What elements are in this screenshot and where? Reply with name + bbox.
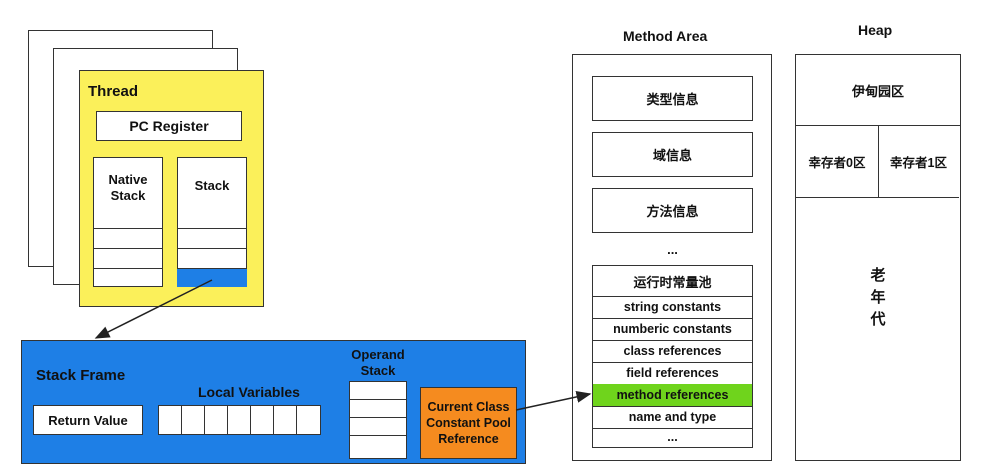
old-generation: 老 年 代 xyxy=(870,267,886,328)
local-variable-slot xyxy=(158,405,183,435)
pool-item: numberic constants xyxy=(593,318,752,341)
local-variable-slot xyxy=(273,405,298,435)
local-variable-slot xyxy=(250,405,275,435)
pool-item: string constants xyxy=(593,296,752,319)
pool-item: class references xyxy=(593,340,752,363)
field-info: 域信息 xyxy=(592,132,753,177)
runtime-pool-title: 运行时常量池 xyxy=(593,266,752,297)
method-info: 方法信息 xyxy=(592,188,753,233)
operand-stack-slot xyxy=(349,435,407,459)
native-stack-slot xyxy=(92,228,163,248)
java-stack: Stack xyxy=(176,157,247,287)
pool-item-method-references: method references xyxy=(593,384,752,407)
stack-frame-title: Stack Frame xyxy=(36,367,126,384)
operand-stack-slot xyxy=(349,381,407,401)
native-stack: Native Stack xyxy=(92,157,163,287)
heap-title: Heap xyxy=(858,22,893,38)
stack-frame: Stack Frame Return Value Local Variables… xyxy=(21,340,526,464)
pool-item: ... xyxy=(667,430,678,444)
stack-slot xyxy=(176,248,247,268)
operand-stack-slot xyxy=(349,399,407,419)
local-variable-slot xyxy=(227,405,252,435)
native-stack-label: Native Stack xyxy=(108,172,148,203)
heap: 伊甸园区 幸存者0区 幸存者1区 老 年 代 xyxy=(795,54,961,461)
local-variables-label: Local Variables xyxy=(198,384,300,400)
stack-slot-current xyxy=(176,268,247,287)
native-stack-slot xyxy=(92,268,163,286)
constant-pool-reference: Current Class Constant Pool Reference xyxy=(420,387,517,459)
method-area-ellipsis: ... xyxy=(667,241,678,257)
pool-item: name and type xyxy=(593,406,752,429)
runtime-constant-pool: 运行时常量池 string constants numberic constan… xyxy=(592,265,753,448)
native-stack-slot xyxy=(92,248,163,268)
type-info: 类型信息 xyxy=(592,76,753,121)
local-variable-slot xyxy=(181,405,206,435)
thread-box: Thread PC Register Native Stack Stack xyxy=(79,70,264,307)
local-variable-slot xyxy=(296,405,321,435)
survivor-0: 幸存者0区 xyxy=(796,125,879,198)
operand-stack-label: Operand Stack xyxy=(351,347,405,378)
method-area: 类型信息 域信息 方法信息 ... 运行时常量池 string constant… xyxy=(572,54,772,461)
eden-space: 伊甸园区 xyxy=(796,55,960,126)
method-area-title: Method Area xyxy=(623,28,708,44)
stack-slot xyxy=(176,228,247,248)
pc-register: PC Register xyxy=(96,111,242,141)
thread-title: Thread xyxy=(88,83,139,100)
operand-stack-slot xyxy=(349,417,407,437)
survivor-1: 幸存者1区 xyxy=(878,125,959,198)
pool-item: field references xyxy=(593,362,752,385)
local-variable-slot xyxy=(204,405,229,435)
stack-label: Stack xyxy=(194,178,230,193)
return-value: Return Value xyxy=(33,405,143,435)
